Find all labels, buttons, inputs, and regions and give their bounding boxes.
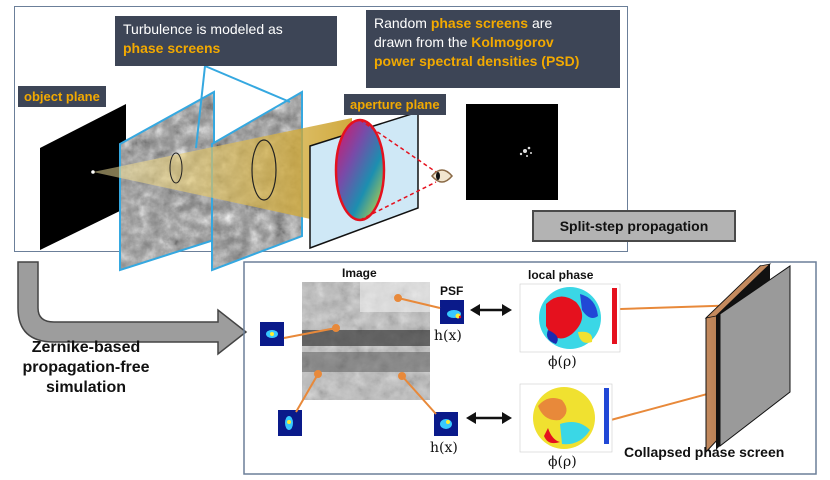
hx-top: h(x) (434, 328, 462, 344)
phi-bottom: ϕ(ρ) (548, 454, 577, 470)
aperture-lens (334, 118, 386, 222)
callout-random-hl2: Kolmogorov (471, 34, 554, 50)
degraded-image (302, 282, 430, 400)
flow-arrow (17, 261, 248, 356)
psf-thumb-left-bottom (278, 410, 302, 436)
callout-random-w1: Random (374, 15, 431, 31)
collapsed-phase-screen-label: Collapsed phase screen (624, 444, 785, 460)
psf-thumb-top (440, 300, 464, 324)
bottom-panel-frame (243, 261, 817, 475)
callout-random-line2a: drawn from the (374, 34, 472, 50)
callout-random-line3: power spectral densities (PSD) (374, 53, 580, 69)
phase-map-top (519, 283, 621, 353)
psf-label: PSF (440, 284, 464, 298)
callout-random-w2: are (528, 15, 553, 31)
callout-random-line1: Random phase screens are (374, 14, 612, 33)
observed-psf-image (466, 104, 558, 200)
callout-random-line2: drawn from the Kolmogorov (374, 33, 612, 52)
phase-map-bottom (519, 383, 613, 453)
object-plane-shape (40, 104, 126, 250)
callout-turbulence-line1: Turbulence is modeled as (123, 21, 283, 37)
zernike-label-line3: simulation (45, 379, 126, 396)
phi-top: ϕ(ρ) (548, 354, 577, 370)
speckle (519, 146, 532, 157)
beam-cross-section-2 (251, 139, 277, 201)
local-phase-label: local phase (528, 268, 594, 282)
light-cone (93, 118, 352, 228)
double-arrow-bottom (466, 412, 512, 424)
callout-turbulence: Turbulence is modeled as phase screens (115, 16, 337, 66)
zernike-label-line2: propagation-free (22, 359, 150, 376)
zernike-label-line1: Zernike-based (31, 339, 141, 356)
double-arrow-top (470, 304, 512, 316)
eye-icon (431, 169, 453, 183)
psf-thumb-bottom (434, 412, 458, 436)
hx-bottom: h(x) (430, 440, 458, 456)
split-step-propagation-box: Split-step propagation (532, 210, 736, 242)
object-plane-label: object plane (18, 86, 106, 107)
callout-random-hl1: phase screens (430, 15, 529, 31)
aperture-plane-label: aperture plane (344, 94, 446, 115)
beam-cross-section-1 (169, 152, 183, 184)
top-panel (14, 6, 628, 252)
callout-random: Random phase screens are drawn from the … (366, 10, 620, 88)
psf-thumb-left-top (260, 322, 284, 346)
collapsed-phase-screen-shape (704, 263, 791, 454)
image-label: Image (342, 266, 377, 280)
zernike-label: Zernike-based propagation-free simulatio… (6, 338, 166, 398)
callout-turbulence-line2: phase screens (123, 40, 221, 56)
